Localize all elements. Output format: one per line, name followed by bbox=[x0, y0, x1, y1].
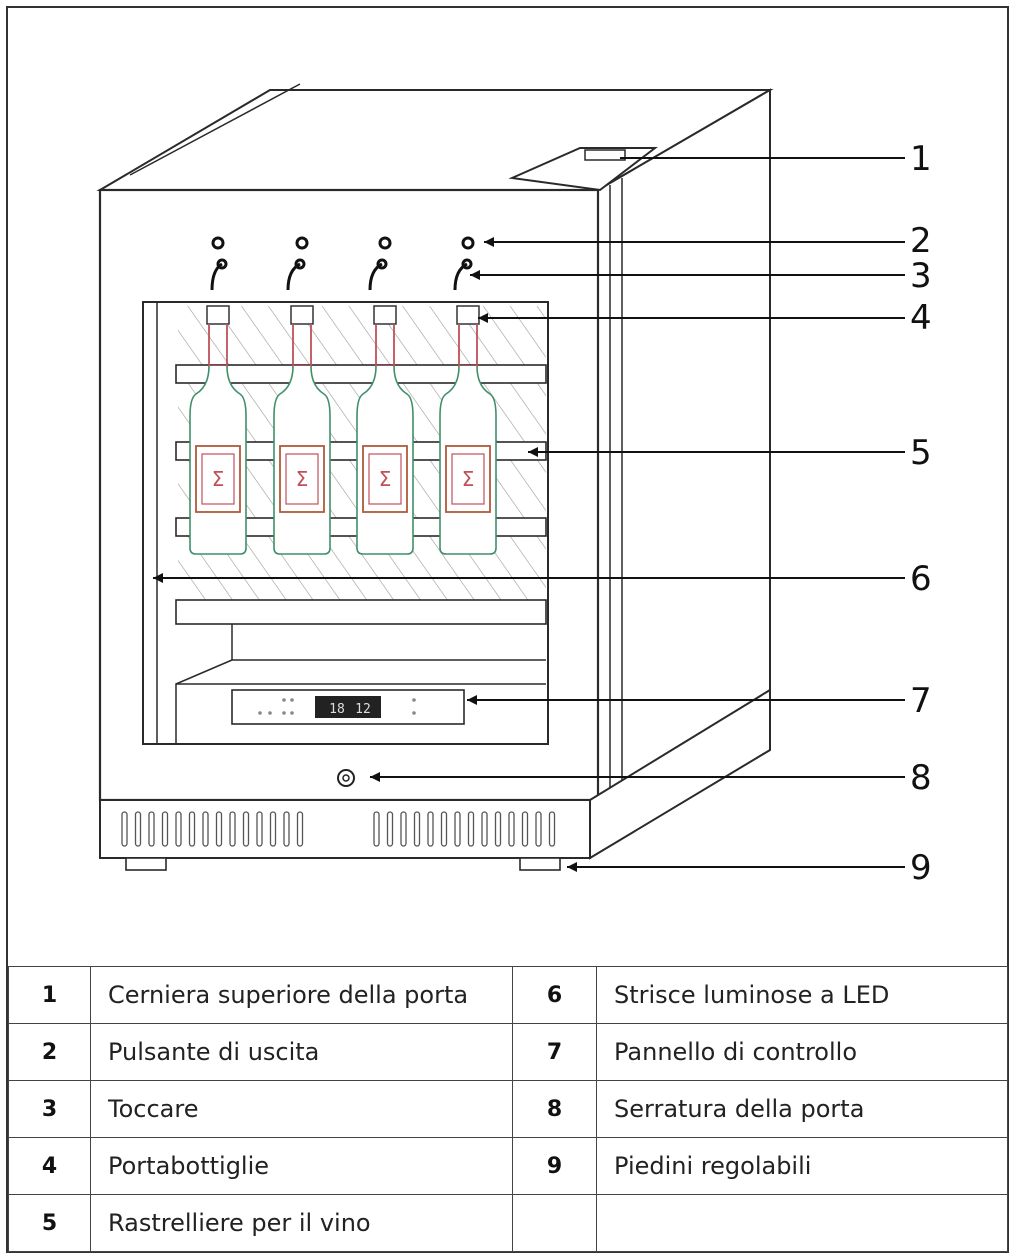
leader-arrowheads bbox=[153, 237, 577, 872]
vent-slot bbox=[386, 811, 394, 847]
display-screen bbox=[315, 696, 381, 718]
legend-num: 3 bbox=[8, 1080, 91, 1138]
vent-slot bbox=[296, 811, 304, 847]
legend-label: Pannello di controllo bbox=[596, 1023, 1008, 1081]
vent-slot bbox=[535, 811, 542, 847]
legend-table: 1 Cerniera superiore della porta 6 Stris… bbox=[8, 966, 1008, 1252]
dispense-buttons bbox=[211, 236, 475, 250]
display-right: 12 bbox=[355, 702, 371, 717]
vent-slot bbox=[494, 811, 502, 847]
legend-label bbox=[596, 1194, 1008, 1252]
legend-num: 7 bbox=[512, 1023, 597, 1081]
vent-slot bbox=[481, 811, 488, 847]
cabinet-side bbox=[597, 88, 771, 802]
legend-num: 1 bbox=[8, 966, 91, 1024]
leader-lines bbox=[153, 157, 905, 868]
callout-2: 2 bbox=[910, 221, 932, 261]
callout-9: 9 bbox=[910, 848, 932, 888]
legend-row: 4 Portabottiglie 9 Piedini regolabili bbox=[8, 1137, 1008, 1195]
vent-slot bbox=[548, 811, 556, 847]
display-left: 18 bbox=[329, 702, 345, 717]
legend-num: 4 bbox=[8, 1137, 91, 1195]
vent-slot bbox=[467, 811, 475, 847]
taps bbox=[210, 258, 473, 291]
legend-label: Cerniera superiore della porta bbox=[90, 966, 513, 1024]
legend-num bbox=[512, 1194, 597, 1252]
callout-6: 6 bbox=[910, 559, 932, 599]
vent-slot bbox=[121, 811, 128, 847]
callout-8: 8 bbox=[910, 758, 932, 798]
vent-slot bbox=[427, 811, 434, 847]
legend-row: 3 Toccare 8 Serratura della porta bbox=[8, 1080, 1008, 1138]
legend-num: 8 bbox=[512, 1080, 597, 1138]
legend-label: Toccare bbox=[90, 1080, 513, 1138]
legend-label: Strisce luminose a LED bbox=[596, 966, 1008, 1024]
vents bbox=[121, 811, 556, 847]
vent-slot bbox=[148, 811, 155, 847]
vent-slot bbox=[242, 811, 250, 847]
vent-slot bbox=[256, 811, 263, 847]
vent-slot bbox=[188, 811, 196, 847]
legend-row: 1 Cerniera superiore della porta 6 Stris… bbox=[8, 966, 1008, 1024]
legend-label: Pulsante di uscita bbox=[90, 1023, 513, 1081]
legend-row: 2 Pulsante di uscita 7 Pannello di contr… bbox=[8, 1023, 1008, 1081]
callout-1: 1 bbox=[910, 139, 932, 179]
vent-slot bbox=[454, 811, 461, 847]
base-grille bbox=[99, 799, 591, 859]
foot-right bbox=[519, 857, 561, 871]
vent-slot bbox=[521, 811, 529, 847]
legend-row: 5 Rastrelliere per il vino bbox=[8, 1194, 1008, 1252]
legend-num: 9 bbox=[512, 1137, 597, 1195]
legend-label: Serratura della porta bbox=[596, 1080, 1008, 1138]
vent-slot bbox=[400, 811, 407, 847]
vent-slot bbox=[283, 811, 290, 847]
vent-slot bbox=[269, 811, 277, 847]
legend-label: Portabottiglie bbox=[90, 1137, 513, 1195]
legend-num: 5 bbox=[8, 1194, 91, 1252]
callout-4: 4 bbox=[910, 298, 932, 338]
figure-frame bbox=[6, 6, 1009, 1253]
vent-slot bbox=[373, 811, 380, 847]
callout-7: 7 bbox=[910, 681, 932, 721]
callout-5: 5 bbox=[910, 433, 932, 473]
legend-label: Piedini regolabili bbox=[596, 1137, 1008, 1195]
wine-cooler-diagram: Σ 18 12 bbox=[96, 83, 932, 888]
legend-num: 2 bbox=[8, 1023, 91, 1081]
vent-slot bbox=[508, 811, 515, 847]
vent-slot bbox=[134, 811, 142, 847]
vent-slot bbox=[161, 811, 169, 847]
foot-left bbox=[125, 857, 167, 871]
vent-slot bbox=[229, 811, 236, 847]
legend-label: Rastrelliere per il vino bbox=[90, 1194, 513, 1252]
vent-slot bbox=[440, 811, 448, 847]
vent-slot bbox=[202, 811, 209, 847]
vent-slot bbox=[413, 811, 421, 847]
vent-slot bbox=[175, 811, 182, 847]
vent-slot bbox=[215, 811, 223, 847]
legend-num: 6 bbox=[512, 966, 597, 1024]
callout-3: 3 bbox=[910, 256, 932, 296]
